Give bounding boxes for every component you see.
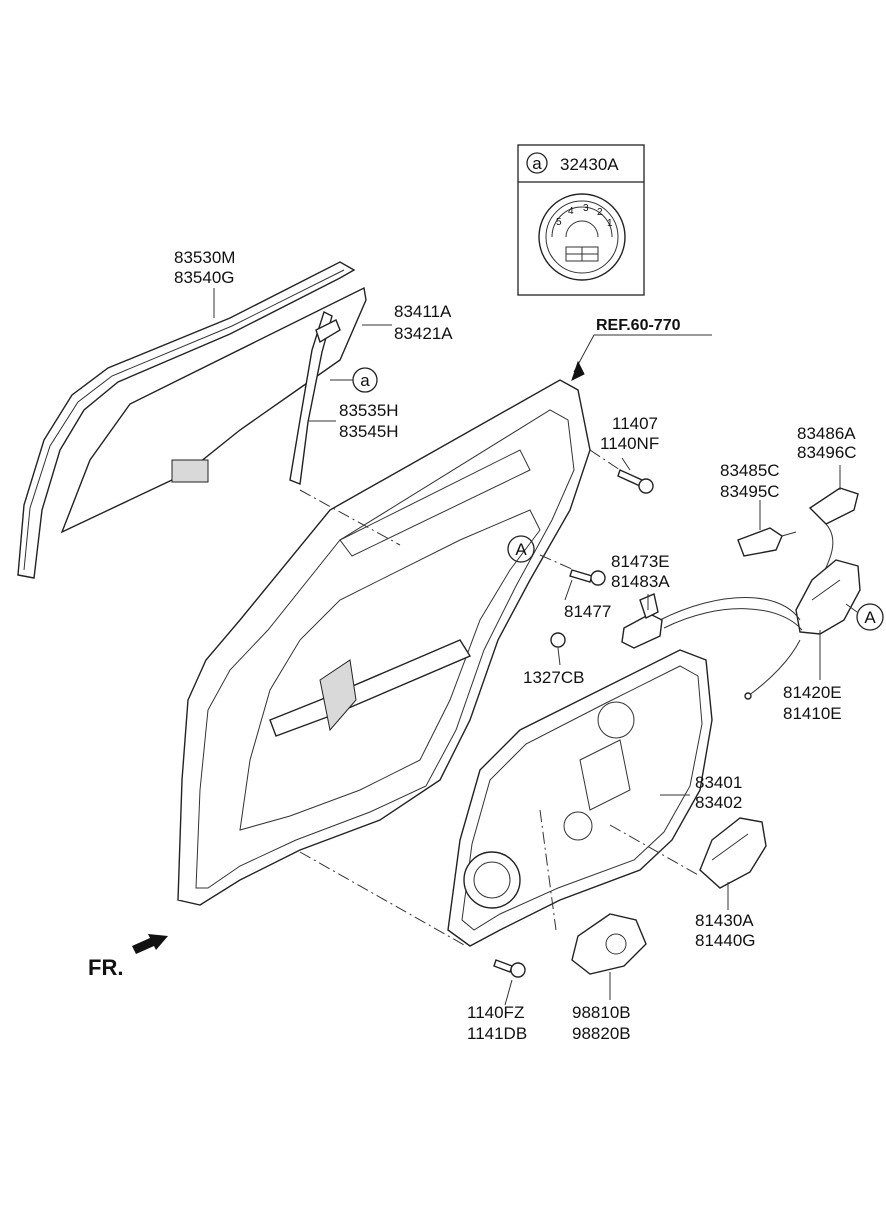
- part-number-83495C: 83495C: [720, 482, 780, 501]
- part-number-1141DB: 1141DB: [467, 1024, 527, 1043]
- front-direction-indicator: FR.: [88, 934, 168, 980]
- callout-a-letter: a: [360, 371, 370, 390]
- latch-rod-icon: [737, 527, 797, 557]
- part-number-83496C: 83496C: [797, 443, 857, 462]
- part-number-1140FZ: 1140FZ: [467, 1003, 524, 1022]
- part-number-81473E: 81473E: [611, 552, 670, 571]
- inset-key-circle: [526, 152, 548, 174]
- leader-lines: [213, 288, 858, 1006]
- dial-digit-1: 1: [607, 218, 613, 229]
- part-number-81420E: 81420E: [783, 683, 842, 702]
- part-number-81483A: 81483A: [611, 572, 670, 591]
- part-number-83485C: 83485C: [720, 461, 780, 480]
- door-latch-icon: [659, 559, 861, 700]
- part-number-81430A: 81430A: [695, 911, 754, 930]
- part-number-98810B: 98810B: [572, 1003, 631, 1022]
- part-number-1140NF: 1140NF: [600, 434, 659, 453]
- dial-digit-3: 3: [583, 203, 589, 214]
- screw-icon: [569, 569, 606, 586]
- part-number-83486A: 83486A: [797, 424, 856, 443]
- part-labels: 83530M 83540G 83411A 83421A 83535H 83545…: [174, 248, 857, 1043]
- bolt-upper-icon: [617, 469, 654, 494]
- glass-run-drawing: [17, 261, 356, 579]
- inset-part-number: 32430A: [560, 155, 619, 174]
- glass-channel-drawing: [289, 311, 341, 485]
- module-panel-drawing: [447, 649, 713, 947]
- part-number-98820B: 98820B: [572, 1024, 631, 1043]
- part-number-83545H: 83545H: [339, 422, 399, 441]
- callout-A-letter-door: A: [515, 540, 527, 559]
- window-motor-icon: [571, 913, 647, 975]
- front-label: FR.: [88, 955, 123, 980]
- inset-key-letter: a: [532, 154, 542, 173]
- callout-A-circle-latch: [856, 603, 884, 631]
- dial-sticker-icon: 5 4 3 2 1: [538, 193, 626, 281]
- part-number-81440G: 81440G: [695, 931, 756, 950]
- dial-digit-4: 4: [568, 206, 574, 217]
- reference-label: REF.60-770: [596, 317, 681, 334]
- part-number-81410E: 81410E: [783, 704, 842, 723]
- part-number-83402: 83402: [695, 793, 742, 812]
- part-number-83411A: 83411A: [394, 302, 452, 321]
- assembly-lines: [299, 449, 701, 947]
- part-number-81477: 81477: [564, 602, 611, 621]
- dial-digit-5: 5: [556, 217, 562, 228]
- latch-actuator-icon: [699, 817, 767, 889]
- door-panel-drawing: [177, 379, 591, 906]
- part-number-83535H: 83535H: [339, 401, 399, 420]
- plug-icon: [550, 632, 566, 648]
- dial-digit-2: 2: [597, 207, 603, 218]
- callout-A-letter-latch: A: [864, 608, 876, 627]
- part-number-11407: 11407: [612, 414, 658, 433]
- door-glass-drawing: [60, 286, 367, 534]
- part-number-83540G: 83540G: [174, 268, 235, 287]
- callout-A-circle-door: [507, 535, 535, 563]
- striker-bracket-icon: [621, 593, 663, 649]
- part-number-83530M: 83530M: [174, 248, 235, 267]
- part-number-83401: 83401: [695, 773, 742, 792]
- part-number-1327CB: 1327CB: [523, 668, 584, 687]
- part-number-83421A: 83421A: [394, 324, 453, 343]
- inset-box: a 32430A 5 4 3 2 1: [517, 144, 645, 296]
- bolt-lower-icon: [493, 959, 526, 978]
